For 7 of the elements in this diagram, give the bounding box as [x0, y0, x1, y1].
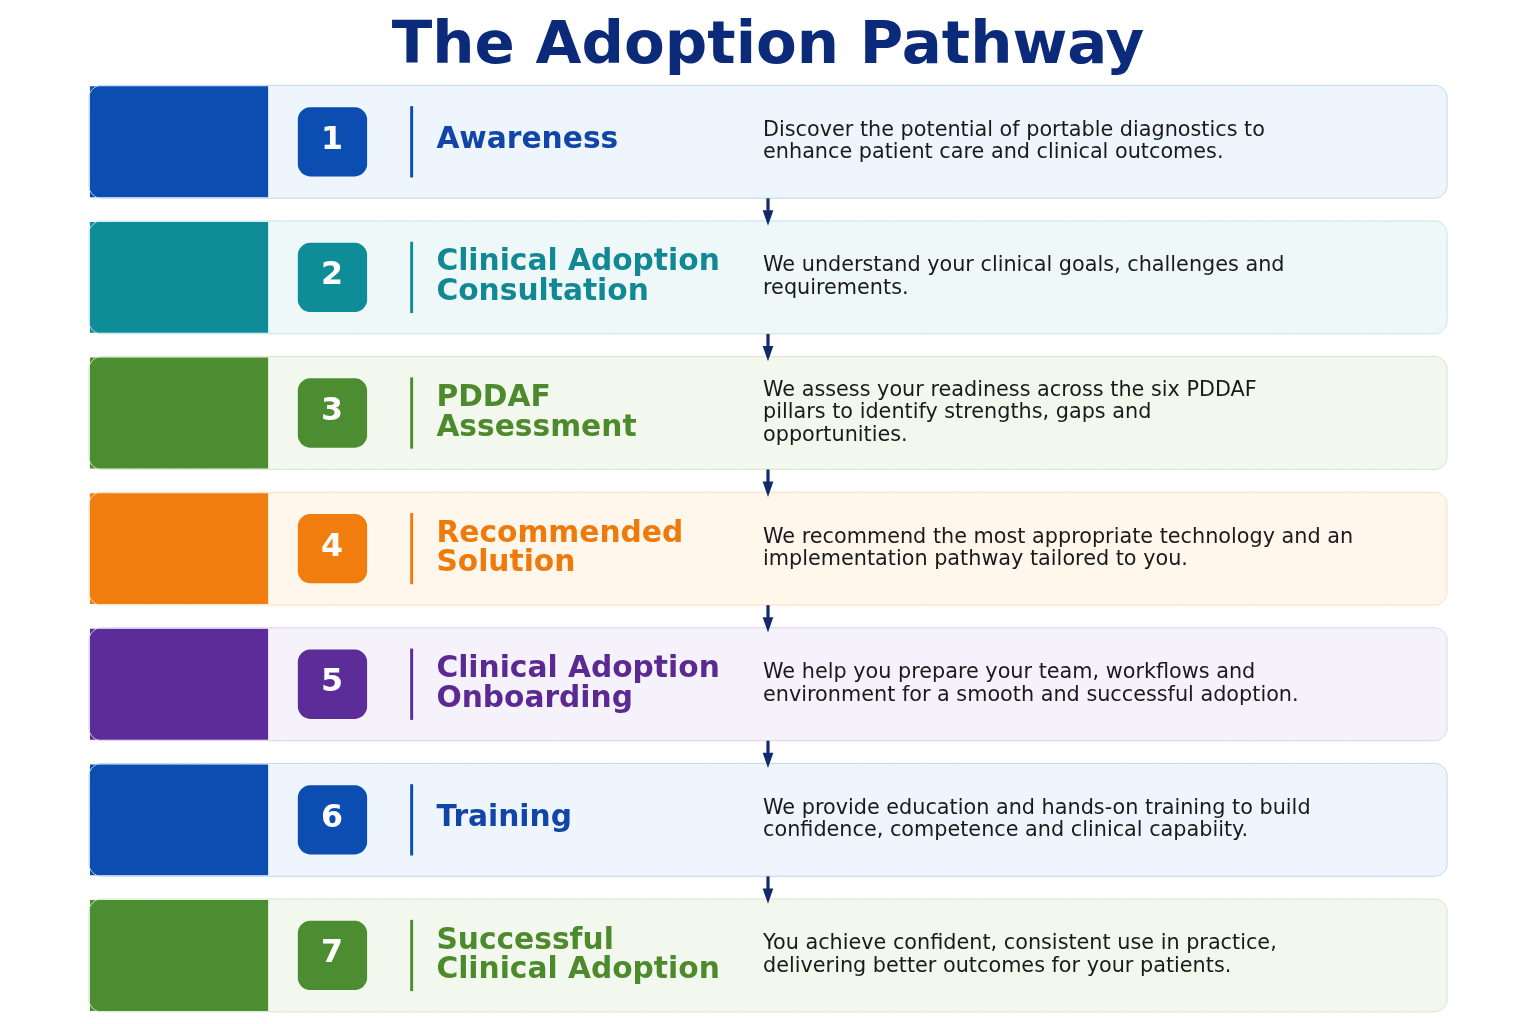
arrow — [762, 198, 774, 226]
arrow — [762, 740, 774, 769]
arrow — [762, 333, 774, 362]
arrow — [762, 469, 774, 497]
arrow — [762, 876, 774, 904]
arrow — [762, 605, 774, 633]
diagram-title: The Adoption Pathway — [391, 7, 1145, 77]
